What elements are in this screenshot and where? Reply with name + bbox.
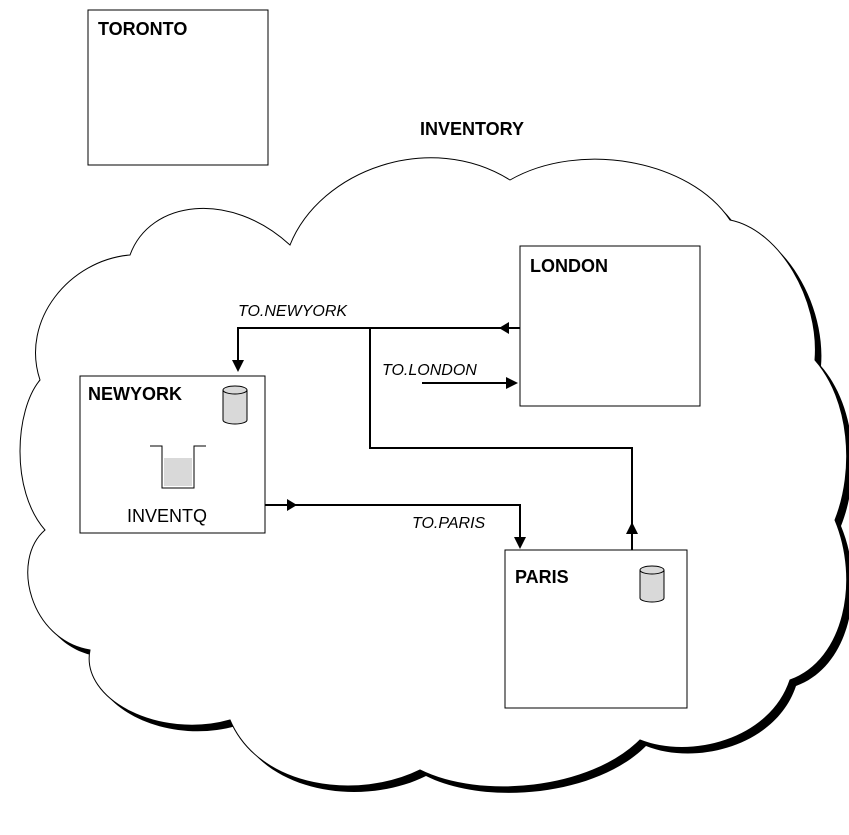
queue-manager-label: NEWYORK bbox=[88, 384, 182, 404]
channel-to-london: TO.LONDON bbox=[382, 362, 518, 389]
queue-manager-newyork: NEWYORK INVENTQ bbox=[79, 375, 266, 534]
repository-cylinder-icon bbox=[222, 385, 248, 425]
channel-label: TO.LONDON bbox=[382, 362, 477, 379]
arrowhead-icon bbox=[626, 522, 638, 534]
queue-manager-paris: PARIS bbox=[504, 549, 688, 709]
channel-label: TO.PARIS bbox=[412, 515, 486, 532]
queue-icon bbox=[150, 445, 206, 489]
arrowhead-icon bbox=[499, 322, 509, 334]
queue-manager-label: LONDON bbox=[530, 256, 608, 276]
channel-label: TO.NEWYORK bbox=[238, 303, 348, 320]
arrowhead-icon bbox=[232, 360, 244, 372]
queue-manager-toronto: TORONTO bbox=[87, 9, 269, 166]
cluster-name: INVENTORY bbox=[420, 119, 524, 139]
arrowhead-icon bbox=[514, 537, 526, 549]
arrowhead-icon bbox=[287, 499, 297, 511]
arrowhead-icon bbox=[506, 377, 518, 389]
channel-to-paris: TO.PARIS bbox=[265, 499, 526, 549]
channel-to-newyork: TO.NEWYORK bbox=[232, 303, 638, 550]
queue-manager-label: TORONTO bbox=[98, 19, 187, 39]
repository-cylinder-icon bbox=[639, 565, 665, 603]
queue-label: INVENTQ bbox=[127, 506, 207, 526]
queue-manager-label: PARIS bbox=[515, 567, 569, 587]
queue-manager-london: LONDON bbox=[519, 245, 701, 407]
